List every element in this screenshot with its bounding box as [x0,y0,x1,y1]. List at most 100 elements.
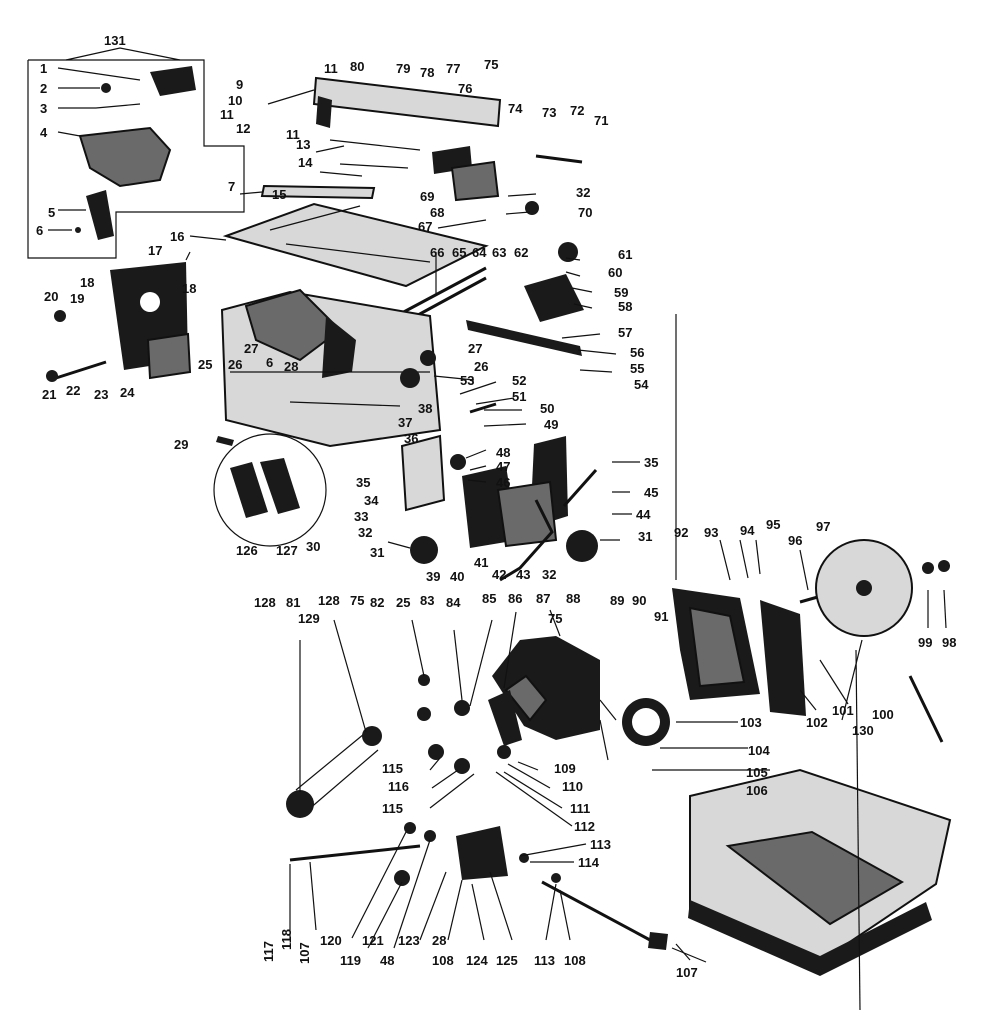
switch-inset [213,433,327,547]
part-label: 70 [578,205,593,220]
part-label: 43 [516,567,531,582]
part-label: 130 [852,723,874,738]
part-label: 124 [466,953,488,968]
part-label: 110 [562,779,583,794]
part-label: 96 [788,533,803,548]
part-label: 114 [578,855,599,870]
part-label: 89 [610,593,625,608]
part-label: 118 [279,929,294,950]
part-label: 120 [320,933,342,948]
part-label: 27 [468,341,483,356]
part-label: 94 [740,523,755,538]
part-label: 20 [44,289,59,304]
part-label: 65 [452,245,467,260]
part-label: 86 [508,591,523,606]
part-label: 125 [496,953,518,968]
part-label: 81 [286,595,301,610]
part-label: 79 [396,61,411,76]
part-label: 32 [576,185,591,200]
part-label: 72 [570,103,585,118]
tilt-plate [46,262,192,382]
part-label: 37 [398,415,413,430]
part-label: 31 [638,529,653,544]
part-label: 82 [370,595,385,610]
part-label: 131 [104,33,126,48]
part-label: 129 [298,611,320,626]
part-label: 113 [590,837,611,852]
part-label: 13 [296,137,311,152]
part-label: 25 [198,357,213,372]
part-label: 11 [286,127,300,142]
part-label: 75 [548,611,563,626]
part-label: 104 [748,743,770,758]
part-label: 24 [120,385,135,400]
part-label: 16 [170,229,185,244]
part-label: 49 [544,417,559,432]
part-label: 91 [654,609,669,624]
part-label: 128 [318,593,340,608]
part-label: 64 [472,245,487,260]
part-label: 102 [806,715,828,730]
part-label: 58 [618,299,633,314]
part-label: 55 [630,361,645,376]
part-label: 42 [492,567,507,582]
part-label: 17 [148,243,163,258]
lower-shaft [289,822,668,950]
part-label: 10 [228,93,243,108]
part-label: 95 [766,517,781,532]
part-label: 25 [396,595,411,610]
part-label: 57 [618,325,633,340]
part-label: 112 [574,819,595,834]
part-label: 101 [832,703,854,718]
part-label: 61 [618,247,633,262]
part-label: 115 [382,761,403,776]
part-label: 52 [512,373,527,388]
part-label: 80 [350,59,365,74]
part-label: 75 [484,57,499,72]
part-label: 115 [382,801,403,816]
part-label: 105 [746,765,768,780]
part-label: 6 [266,355,274,370]
rail-assembly [260,76,583,215]
part-label: 83 [420,593,435,608]
part-label: 32 [542,567,557,582]
part-label: 113 [534,953,555,968]
part-label: 4 [40,125,48,140]
part-label: 98 [942,635,957,650]
part-label: 100 [872,707,894,722]
part-label: 76 [458,81,473,96]
part-label: 30 [306,539,321,554]
part-label: 29 [174,437,189,452]
part-label: 26 [474,359,489,374]
part-label: 119 [340,953,361,968]
part-label: 60 [608,265,623,280]
part-label: 7 [228,179,236,194]
part-label: 18 [182,281,197,296]
part-label: 107 [676,965,698,980]
part-label: 32 [358,525,373,540]
part-label: 71 [594,113,609,128]
part-label: 108 [564,953,586,968]
part-label: 66 [430,245,445,260]
part-label: 46 [496,475,511,490]
part-label: 88 [566,591,581,606]
part-label: 73 [542,105,557,120]
part-label: 75 [350,593,365,608]
part-label: 15 [272,187,287,202]
part-label: 35 [644,455,659,470]
motor-trunnion [417,636,617,761]
part-label: 62 [514,245,529,260]
part-label: 84 [446,595,461,610]
part-label: 54 [634,377,649,392]
part-label: 2 [40,81,48,96]
part-label: 77 [446,61,461,76]
part-label: 97 [816,519,831,534]
part-label: 126 [236,543,258,558]
part-label: 48 [380,953,395,968]
part-label: 92 [674,525,689,540]
part-label: 1 [40,61,48,76]
part-label: 63 [492,245,507,260]
part-label: 36 [404,431,419,446]
part-label: 45 [644,485,659,500]
